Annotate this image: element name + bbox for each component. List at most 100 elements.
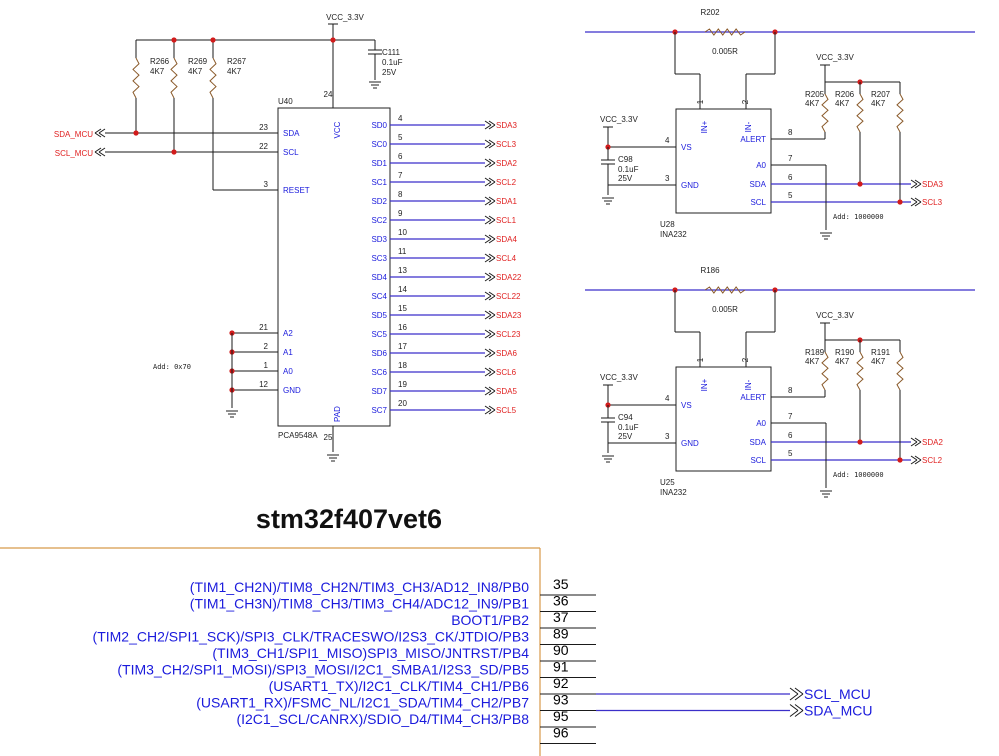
net-label: SDA3 [922,180,943,189]
pin-number: 6 [788,173,793,182]
pullup-resistor [896,351,904,391]
net-arrow [94,147,102,153]
net-arrow [488,139,496,145]
pin-number: 3 [264,180,269,189]
pin-name: SDA [283,129,300,138]
pin-name: SC4 [371,292,387,301]
resistor-value: 4K7 [871,357,886,366]
pin-name-vs: VS [681,401,692,410]
mcu-pin-number: 91 [553,659,569,675]
mcu-pin-name: BOOT1/PB2 [451,612,529,628]
pin-name-in-minus: IN- [744,379,753,390]
net-arrow [914,197,922,203]
junction-dot [171,37,177,43]
net-arrow [794,710,804,717]
net-arrow [484,367,492,373]
pin-number: 12 [259,380,268,389]
vcc-left-label: VCC_3.3V [600,115,638,124]
pin-number: 1 [696,357,705,362]
resistor-ref: R266 [150,57,170,66]
vcc-label: VCC_3.3V [816,53,854,62]
net-arrow [484,200,492,206]
net-arrow [484,352,492,358]
net-arrow [484,291,492,297]
shunt-resistor [704,286,746,294]
junction-dot [133,130,139,136]
pin-name: A1 [283,348,293,357]
net-scl5: SCL5 [496,406,517,415]
net-arrow [488,215,496,221]
net-arrow [488,253,496,259]
net-label: SCL3 [922,198,943,207]
address-label: Add: 1000000 [833,471,884,479]
pin-number: 2 [741,99,750,104]
net-arrow [488,348,496,354]
resistor-value: 4K7 [805,357,820,366]
net-sda23: SDA23 [496,311,522,320]
pin-number: 4 [398,114,403,123]
pin-name: SD1 [371,159,387,168]
pullup-resistor [856,93,864,133]
mcu-pin-number: 37 [553,609,569,625]
pin-name-scl: SCL [750,198,766,207]
pin-number: 2 [741,357,750,362]
net-arrow [914,459,922,465]
net-sda3: SDA3 [496,121,517,130]
net-arrow [484,177,492,183]
net-arrow [484,295,492,301]
net-scl6: SCL6 [496,368,517,377]
resistor-r267 [209,57,217,99]
shunt-value: 0.005R [712,47,738,56]
shunt-ref: R186 [700,266,720,275]
resistor-ref: R190 [835,348,855,357]
pullup-resistor [821,351,829,391]
net-arrow [910,459,918,465]
net-label: SDA2 [922,438,943,447]
net-arrow [789,710,799,717]
pin-number: 14 [398,285,407,294]
net-arrow [794,693,804,701]
pin-number: 18 [398,361,407,370]
net-arrow [488,333,496,339]
resistor-value: 4K7 [227,67,242,76]
net-arrow [488,314,496,320]
net-arrow [98,132,106,138]
cap-ref: C94 [618,413,633,422]
vcc-label: VCC_3.3V [816,311,854,320]
pin-name: SD6 [371,349,387,358]
input-label-sda-mcu: SDA_MCU [54,130,93,139]
resistor-r269 [170,57,178,99]
net-arrow [789,704,799,711]
vcc-label: VCC_3.3V [326,13,364,22]
net-sda22: SDA22 [496,273,522,282]
net-arrow [484,257,492,263]
cap-ref: C111 [382,48,400,57]
mcu-pin-name: (TIM1_CH2N)/TIM8_CH2N/TIM3_CH3/AD12_IN8/… [190,579,529,595]
resistor-ref: R206 [835,90,855,99]
chip-ina232 [675,366,772,472]
net-arrow [484,238,492,244]
net-arrow [488,276,496,282]
net-arrow [488,234,496,240]
pin-name: RESET [283,186,310,195]
pin-name-alert: ALERT [740,135,766,144]
net-arrow [98,128,106,134]
net-arrow [488,367,496,373]
net-sda6: SDA6 [496,349,517,358]
pin-number: 5 [788,449,793,458]
net-arrow [484,181,492,187]
mcu-pin-number: 35 [553,576,569,592]
net-arrow [910,179,918,185]
resistor-value: 4K7 [805,99,820,108]
net-scl23: SCL23 [496,330,521,339]
resistor-value: 4K7 [835,99,850,108]
net-arrow [488,352,496,358]
mcu-pin-number: 95 [553,708,569,724]
mcu-pin-name: (USART1_RX)/FSMC_NL/I2C1_SDA/TIM4_CH2/PB… [196,695,529,711]
net-arrow [910,197,918,203]
pin-number: 10 [398,228,407,237]
pin-name-in-minus: IN- [744,121,753,132]
pin-number: 4 [665,394,670,403]
net-arrow [488,386,496,392]
pullup-resistor [821,93,829,133]
